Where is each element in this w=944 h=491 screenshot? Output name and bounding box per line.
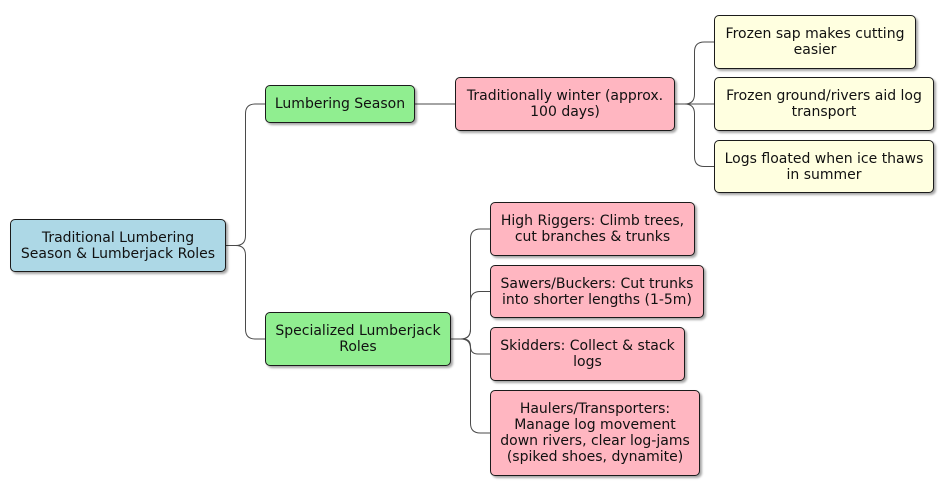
root-node: Traditional Lumbering Season & Lumberjac…	[10, 219, 226, 272]
frozen-sap-node: Frozen sap makes cutting easier	[714, 15, 916, 69]
frozen-ground-node: Frozen ground/rivers aid log transport	[714, 77, 934, 131]
specialized-roles-node: Specialized Lumberjack Roles	[265, 312, 451, 366]
haulers-transporters-node: Haulers/Transporters: Manage log movemen…	[490, 390, 700, 476]
connector-root-roles	[226, 245, 265, 340]
connector-root-season	[226, 103, 265, 246]
winter-season-node: Traditionally winter (approx. 100 days)	[455, 77, 675, 131]
connector-winter-float	[675, 103, 714, 167]
sawers-buckers-node: Sawers/Buckers: Cut trunks into shorter …	[490, 265, 704, 318]
connector-roles-sawers	[451, 291, 490, 340]
high-riggers-node: High Riggers: Climb trees, cut branches …	[490, 202, 695, 256]
lumbering-season-node: Lumbering Season	[265, 85, 415, 123]
connector-winter-sap	[675, 41, 714, 105]
skidders-node: Skidders: Collect & stack logs	[490, 327, 685, 381]
logs-floated-node: Logs floated when ice thaws in summer	[714, 140, 934, 193]
connector-roles-haulers	[451, 338, 490, 434]
